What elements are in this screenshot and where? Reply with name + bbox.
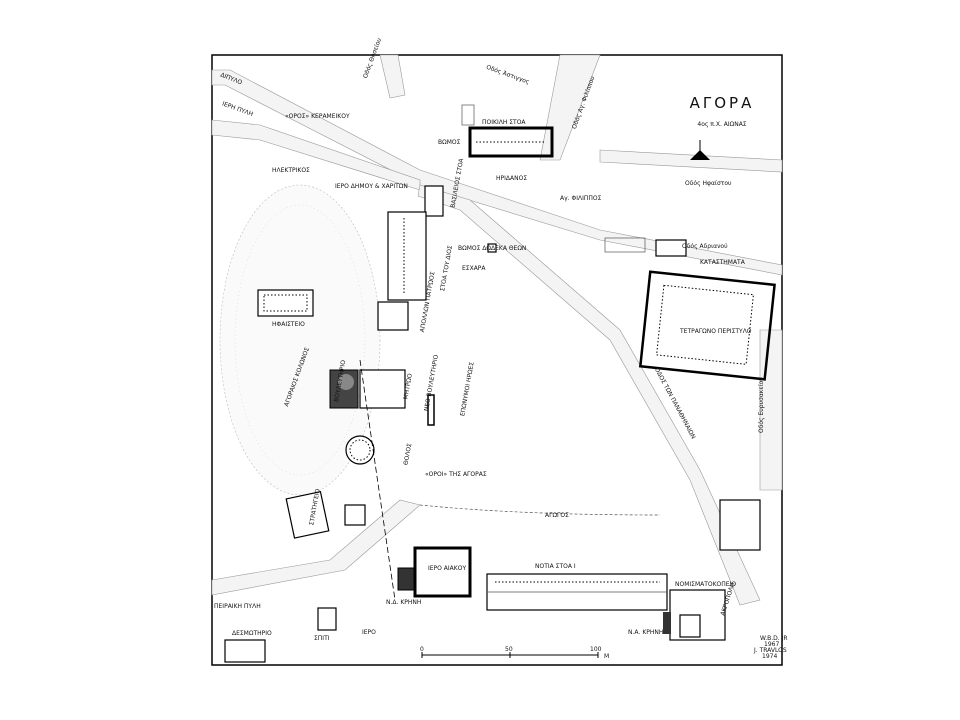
vasileios-stoa [424,185,444,217]
iero-aiakou [413,546,472,598]
hephaisteion [257,289,314,317]
strategeio [285,490,330,539]
label-oros-kerameikou: «ΟΡΟΣ» ΚΕΡΑΜΕΙΚΟΥ [285,113,350,120]
south-stoa-i [486,573,668,611]
label-mitroo: ΜΗΤΡΩΟ [402,373,414,400]
stoa-of-zeus [387,211,427,301]
shops [655,239,687,257]
credit-line-3: J. TRAVLOS [753,647,787,654]
sw-fountain [397,567,415,591]
credit-line-1: W.B.D. JR [760,635,788,642]
shops-west [604,237,646,253]
credit-line-2: 1967 [764,641,779,648]
altar-twelve-gods [487,243,497,253]
label-desmotirio: ΔΕΣΜΩΤΗΡΙΟ [232,630,272,637]
mitroo-bouleuterion [329,369,406,409]
label-spiti: ΣΠΙΤΙ [314,635,330,642]
label-odos-ifaistou: Οδός Ηφαίστου [685,180,732,187]
apollo-patroos [377,301,409,331]
label-iero-dimou: ΙΕΡΟ ΔΗΜΟΥ & ΧΑΡΙΤΩΝ [335,183,408,190]
label-na-krini: Ν.Α. ΚΡΗΝΗ [628,629,663,636]
label-ag-filippos: Αγ. ΦΙΛΙΠΠΟΣ [560,195,602,202]
scale-tick-50: 50 [505,646,513,653]
label-nd-krini: Ν.Δ. ΚΡΗΝΗ [386,599,421,606]
north-arrow-icon [690,140,710,160]
agogos-line [419,504,661,516]
scale-tick-100: 100 [590,646,602,653]
label-odos-adrianou: Οδός Αδριανού [682,243,728,250]
square-peristyle [638,270,776,381]
label-vomos-dodeka: ΒΩΜΟΣ ΔΩΔΕΚΑ ΘΕΩΝ [458,245,526,252]
se-building [719,499,761,551]
label-eschara: ΕΣΧΑΡΑ [462,265,486,272]
label-oroi-agoras: «ΟΡΟΙ» ΤΗΣ ΑΓΟΡΑΣ [425,471,487,478]
poikili-stoa [461,104,554,158]
house [317,607,337,631]
label-poikili-stoa: ΠΟΙΚΙΛΗ ΣΤΟΑ [482,119,526,126]
prison [224,639,266,663]
label-katastimata: ΚΑΤΑΣΤΗΜΑΤΑ [700,259,746,266]
strategeio-annex [344,504,366,526]
scale-bar: 0 50 100 M [420,646,609,660]
label-eridanos: ΗΡΙΔΑΝΟΣ [496,175,527,182]
map-subtitle: 4ος π.Χ. ΑΙΩΝΑΣ [697,121,746,128]
hill-kolonos [219,184,381,496]
label-peiraiki-pyli: ΠΕΙΡΑΙΚΗ ΠΥΛΗ [214,603,261,610]
eponymous-heroes [427,394,435,426]
great-drain [359,359,396,601]
label-agogos: ΑΓΩΓΟΣ [545,512,569,519]
map-title: ΑΓΟΡΑ [690,94,755,112]
label-nomismatokopeio: ΝΟΜΙΣΜΑΤΟΚΟΠΕΙΟ [675,581,736,588]
label-notia-stoa: ΝΟΤΙΑ ΣΤΟΑ Ι [535,563,576,570]
label-vomos: ΒΩΜΟΣ [438,139,461,146]
label-odos-eyrysakeiou: Οδός Ευρυσακείου [758,377,765,433]
scale-tick-0: 0 [420,646,424,653]
label-ifaisteio: ΗΦΑΙΣΤΕΙΟ [272,321,305,328]
label-tholos: ΘΟΛΟΣ [403,443,414,466]
credit-line-4: 1974 [762,653,777,660]
tholos [345,435,375,465]
label-ilektrikos: ΗΛΕΚΤΡΙΚΟΣ [272,167,310,174]
se-fountain-mint [663,589,726,641]
scale-unit: M [604,653,609,660]
label-iero: ΙΕΡΟ [362,629,376,636]
label-tetragono: ΤΕΤΡΑΓΩΝΟ ΠΕΡΙΣΤΥΛΟ [679,328,752,335]
label-iero-aiakou: ΙΕΡΟ ΑΙΑΚΟΥ [428,565,466,572]
